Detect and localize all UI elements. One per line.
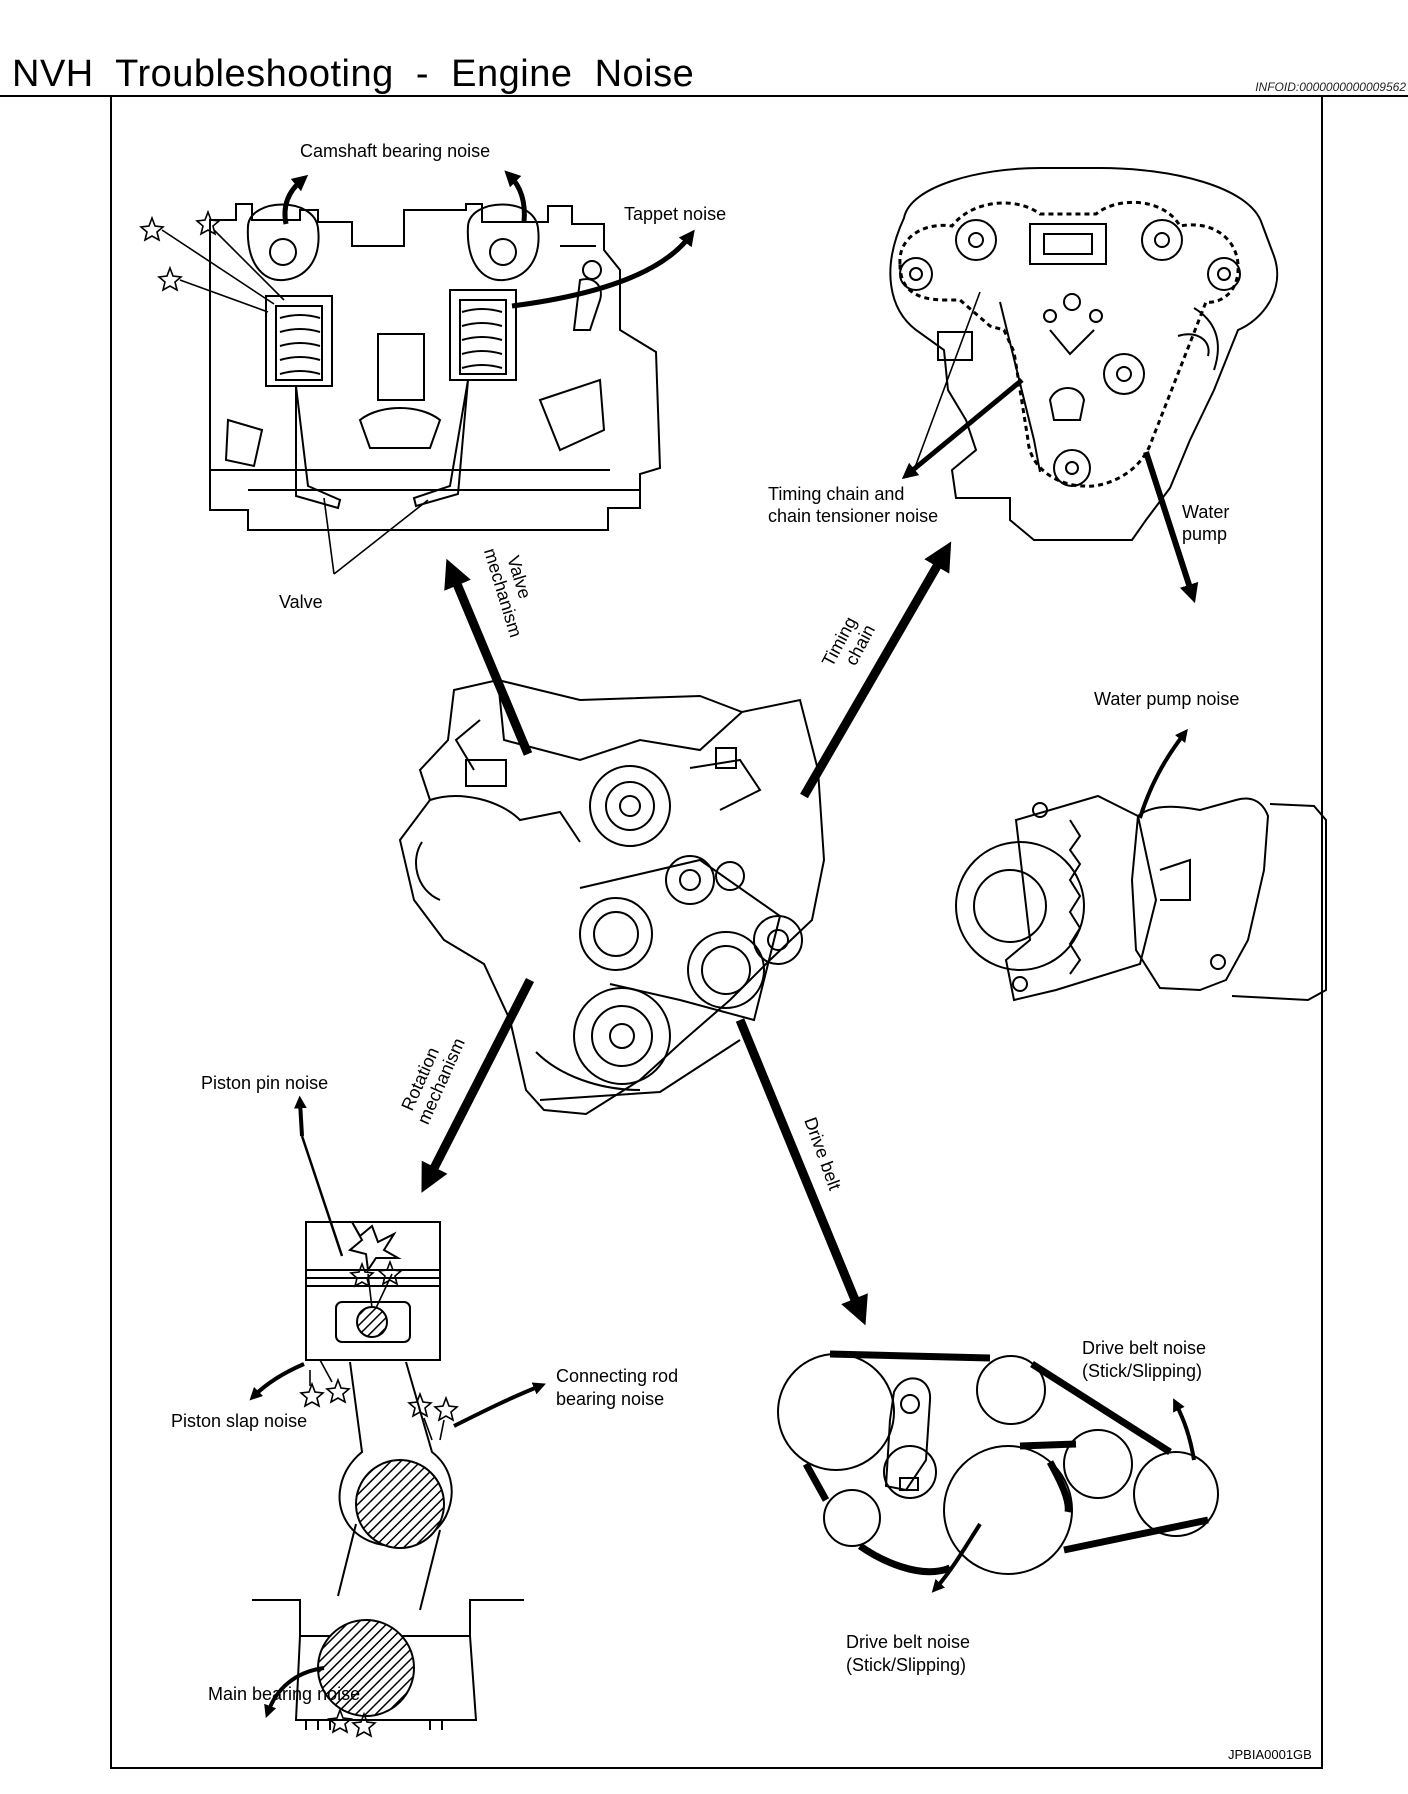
label-drive-belt-noise-upper-line1: Drive belt noise bbox=[1082, 1338, 1206, 1358]
camshaft-arrow-left bbox=[282, 174, 309, 225]
label-conrod-bearing-noise-line1: Connecting rod bbox=[556, 1366, 678, 1386]
camshaft-noise-stars bbox=[139, 209, 285, 313]
label-timing-chain-noise-line1: Timing chain and bbox=[768, 484, 904, 504]
valve-mechanism-arrow bbox=[444, 558, 533, 756]
drive-belt-drawing bbox=[777, 1350, 1219, 1576]
timing-chain-noise-pointer bbox=[913, 291, 981, 471]
label-piston-slap-noise: Piston slap noise bbox=[171, 1411, 307, 1431]
rotation-mechanism-arrow bbox=[421, 977, 535, 1193]
piston-pin-arrow bbox=[293, 1095, 307, 1137]
info-id: INFOID:0000000000009562 bbox=[1255, 80, 1406, 94]
tappet-arrow bbox=[511, 229, 695, 309]
label-drive-belt-noise-lower-line2: (Stick/Slipping) bbox=[846, 1655, 966, 1675]
conrod-bearing-arrow bbox=[453, 1382, 546, 1428]
valve-pointer-right bbox=[333, 499, 429, 575]
timing-chain-drawing bbox=[889, 167, 1279, 541]
water-pump-drawing bbox=[955, 794, 1327, 1002]
cylinder-head-drawing bbox=[209, 203, 662, 531]
label-water-pump-part-line2: pump bbox=[1182, 524, 1227, 544]
camshaft-arrow-right bbox=[504, 170, 527, 223]
label-conrod-bearing-noise-line2: bearing noise bbox=[556, 1389, 664, 1409]
timing-chain-noise-arrow bbox=[901, 378, 1024, 480]
label-water-pump-part-line1: Water bbox=[1182, 502, 1229, 522]
label-camshaft-bearing-noise: Camshaft bearing noise bbox=[300, 141, 490, 161]
drive-belt-noise-lower-arrow bbox=[931, 1522, 982, 1593]
label-tappet-noise: Tappet noise bbox=[624, 204, 726, 224]
label-water-pump-noise: Water pump noise bbox=[1094, 689, 1239, 709]
engine-drawing bbox=[398, 678, 826, 1116]
label-timing-chain-noise-line2: chain tensioner noise bbox=[768, 506, 938, 526]
figure-frame bbox=[110, 95, 1323, 1769]
drive-belt-arrow bbox=[735, 1018, 868, 1326]
drive-belt-noise-upper-arrow bbox=[1173, 1398, 1196, 1461]
piston-slap-arrow bbox=[249, 1362, 305, 1401]
piston-pin-pointer bbox=[300, 1135, 344, 1257]
label-valve-mechanism: Valve mechanism bbox=[480, 546, 535, 640]
main-bearing-arrow bbox=[264, 1666, 325, 1719]
water-pump-noise-arrow bbox=[1138, 728, 1188, 819]
label-drive-belt-noise-upper-line2: (Stick/Slipping) bbox=[1082, 1361, 1202, 1381]
label-timing-chain: Timing chain bbox=[818, 613, 879, 669]
valve-pointer-left bbox=[323, 497, 335, 575]
timing-chain-arrow bbox=[800, 541, 952, 799]
label-main-bearing-noise: Main bearing noise bbox=[208, 1684, 360, 1704]
crankpin bbox=[355, 1459, 445, 1549]
label-drive-belt-noise-lower-line1: Drive belt noise bbox=[846, 1632, 970, 1652]
label-piston-pin-noise: Piston pin noise bbox=[201, 1073, 328, 1093]
page-title: NVH Troubleshooting - Engine Noise bbox=[12, 53, 695, 95]
piston-pin bbox=[356, 1306, 388, 1338]
label-valve: Valve bbox=[279, 592, 323, 612]
piston-noise-stars bbox=[299, 1259, 459, 1738]
figure-code: JPBIA0001GB bbox=[1228, 1747, 1312, 1762]
piston-drawing bbox=[252, 1221, 524, 1730]
water-pump-part-arrow bbox=[1143, 451, 1199, 604]
